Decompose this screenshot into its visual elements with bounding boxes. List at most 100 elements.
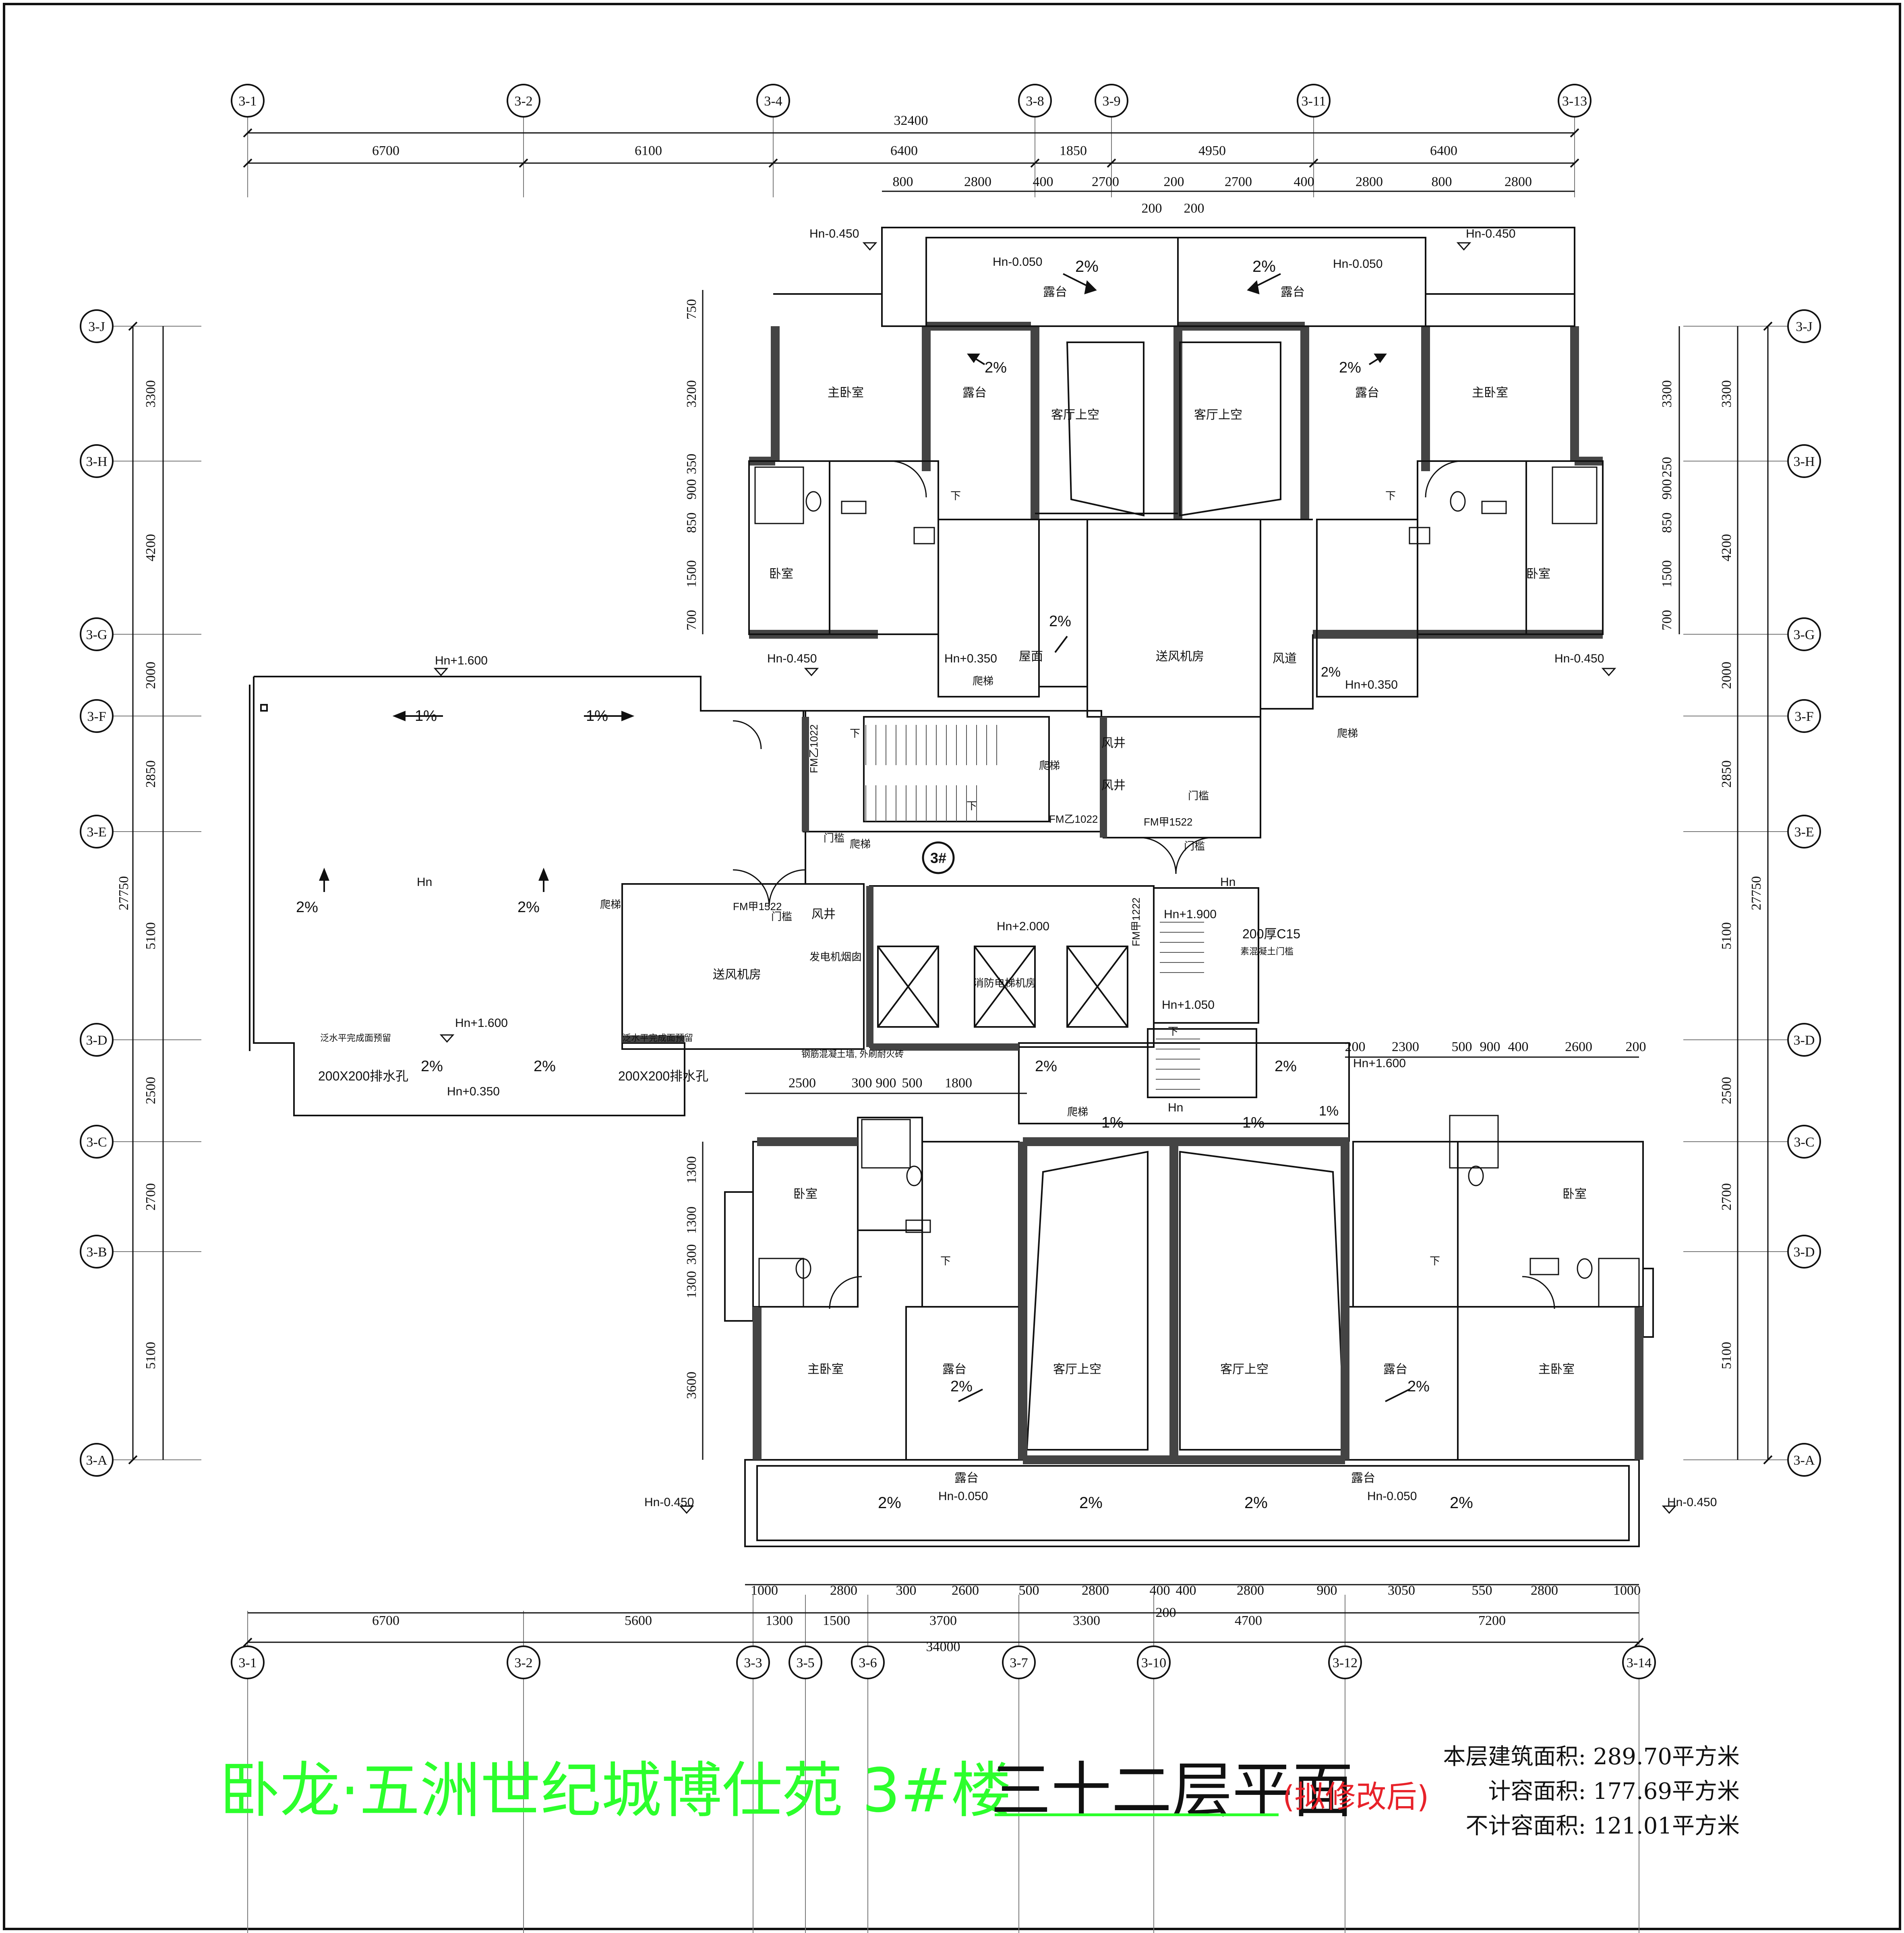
- axis-label: 3-7: [1010, 1656, 1028, 1670]
- dim-text: 3600: [684, 1372, 699, 1399]
- dim-text: 750: [684, 299, 699, 320]
- level-markers: [433, 242, 1677, 1514]
- level-mark: Hn-0.050: [993, 255, 1042, 269]
- room-terrace: 露台: [1281, 286, 1305, 299]
- axis-label: 3-H: [86, 454, 108, 469]
- dim-text: 1000: [1613, 1583, 1641, 1598]
- dim-text: 200: [1156, 1605, 1176, 1620]
- steel-note: 钢筋混凝土墙, 外刷耐火砖: [801, 1049, 904, 1059]
- axis-label: 3-8: [1026, 94, 1044, 109]
- level-mark: Hn-0.050: [1333, 257, 1382, 271]
- axis-label: 3-11: [1301, 94, 1326, 109]
- dim-text: 1500: [684, 560, 699, 588]
- dim-text: 1850: [1060, 143, 1087, 158]
- dim-text: 1300: [684, 1156, 699, 1184]
- dim-text: 700: [1660, 610, 1674, 631]
- room-living-void: 客厅上空: [1053, 1363, 1101, 1376]
- dim-text: 2700: [1225, 174, 1252, 189]
- door-fm1022: FM乙1022: [1049, 813, 1098, 825]
- dim-text: 300: [684, 1244, 699, 1265]
- level-mark: Hn-0.450: [809, 227, 859, 240]
- room-bedroom: 卧室: [1526, 567, 1550, 581]
- slope-mark: 1%: [1242, 1114, 1265, 1131]
- dim-text: 500: [902, 1076, 923, 1091]
- down-mark: 下: [950, 490, 961, 502]
- dim-text: 250: [1660, 457, 1674, 478]
- south-wing-walls: [753, 1137, 1643, 1464]
- axis-label: 3-A: [1794, 1453, 1815, 1468]
- stair-treads: [865, 725, 1204, 1090]
- level-mark: Hn+1.600: [1353, 1057, 1406, 1070]
- dim-text: 500: [1452, 1039, 1472, 1054]
- subtitle-underline: [995, 1813, 1279, 1816]
- slope-mark: 1%: [1319, 1103, 1339, 1119]
- dim-text: 6700: [372, 143, 399, 158]
- dim-text: 3700: [929, 1613, 957, 1628]
- level-mark: Hn-0.450: [1667, 1496, 1717, 1509]
- dim-text: 2000: [143, 662, 158, 689]
- north-wing-walls: [749, 322, 1603, 639]
- level-mark: Hn+1.050: [1162, 998, 1215, 1012]
- slope-mark: 2%: [296, 899, 318, 916]
- south-wing-outline: [724, 1117, 1654, 1547]
- dim-text: 2800: [964, 174, 991, 189]
- axis-label: 3-H: [1794, 454, 1815, 469]
- axis-bubble: [736, 1645, 770, 1679]
- dim-text: 2800: [1356, 174, 1383, 189]
- dim-text: 1300: [684, 1207, 699, 1234]
- grid-lines: [105, 117, 1788, 1933]
- level-mark: Hn+0.350: [447, 1085, 500, 1098]
- dim-text: 2700: [1092, 174, 1119, 189]
- slope-mark: 1%: [586, 708, 608, 724]
- slope-mark: 2%: [1321, 664, 1341, 680]
- slope-mark: 2%: [1035, 1058, 1057, 1075]
- dim-text: 2800: [1237, 1583, 1264, 1598]
- area-uncounted: 不计容面积: 121.01平方米: [1465, 1813, 1740, 1839]
- dimension-lines: [132, 132, 1769, 1643]
- dim-text: 1000: [751, 1583, 778, 1598]
- room-terrace: 露台: [1043, 286, 1067, 299]
- room-generator: 发电机烟囱: [809, 951, 862, 963]
- dim-text: 3300: [1073, 1613, 1100, 1628]
- dim-text: 2500: [789, 1076, 816, 1091]
- room-living-void: 客厅上空: [1220, 1363, 1269, 1376]
- dim-text: 5100: [1719, 922, 1734, 950]
- axis-bubble: [1328, 1645, 1362, 1679]
- level-mark: Hn: [417, 875, 432, 889]
- axis-label: 3-4: [764, 94, 782, 109]
- axis-label: 3-1: [238, 1656, 257, 1670]
- dim-text: 200: [1626, 1039, 1646, 1054]
- slope-mark: 2%: [985, 359, 1007, 376]
- room-living-void: 客厅上空: [1194, 408, 1242, 422]
- ladder-label: 爬梯: [973, 675, 993, 687]
- axis-label: 3-3: [744, 1656, 762, 1670]
- dim-text: 800: [893, 174, 913, 189]
- dim-text: 850: [684, 513, 699, 533]
- room-fan-room: 送风机房: [1156, 650, 1204, 663]
- ladder-label: 爬梯: [1039, 760, 1060, 772]
- dim-text: 350: [684, 454, 699, 474]
- room-terrace: 露台: [1351, 1471, 1375, 1485]
- dim-text: 6700: [372, 1613, 399, 1628]
- dim-text: 550: [1472, 1583, 1492, 1598]
- dim-text: 5600: [625, 1613, 652, 1628]
- axis-label: 3-E: [1794, 825, 1814, 840]
- axis-bubble: [1297, 84, 1331, 118]
- axis-bubble: [1095, 84, 1128, 118]
- slope-mark: 2%: [1450, 1494, 1473, 1512]
- down-mark: 下: [1168, 1025, 1178, 1037]
- axis-label: 3-10: [1141, 1656, 1166, 1670]
- dim-text: 2500: [1719, 1077, 1734, 1104]
- axis-label: 3-13: [1562, 94, 1587, 109]
- dim-total-bottom: 34000: [926, 1639, 960, 1654]
- door-threshold: 门槛: [1184, 840, 1205, 852]
- c15-label: 200厚C15: [1242, 927, 1300, 941]
- dim-total-right: 27750: [1749, 876, 1764, 911]
- dim-text: 200: [1345, 1039, 1366, 1054]
- axis-bubble: [851, 1645, 885, 1679]
- axis-label: 3-5: [796, 1656, 814, 1670]
- slope-mark: 2%: [1339, 359, 1361, 376]
- north-wing-outline: [748, 227, 1604, 718]
- axis-label: 3-J: [1796, 319, 1813, 334]
